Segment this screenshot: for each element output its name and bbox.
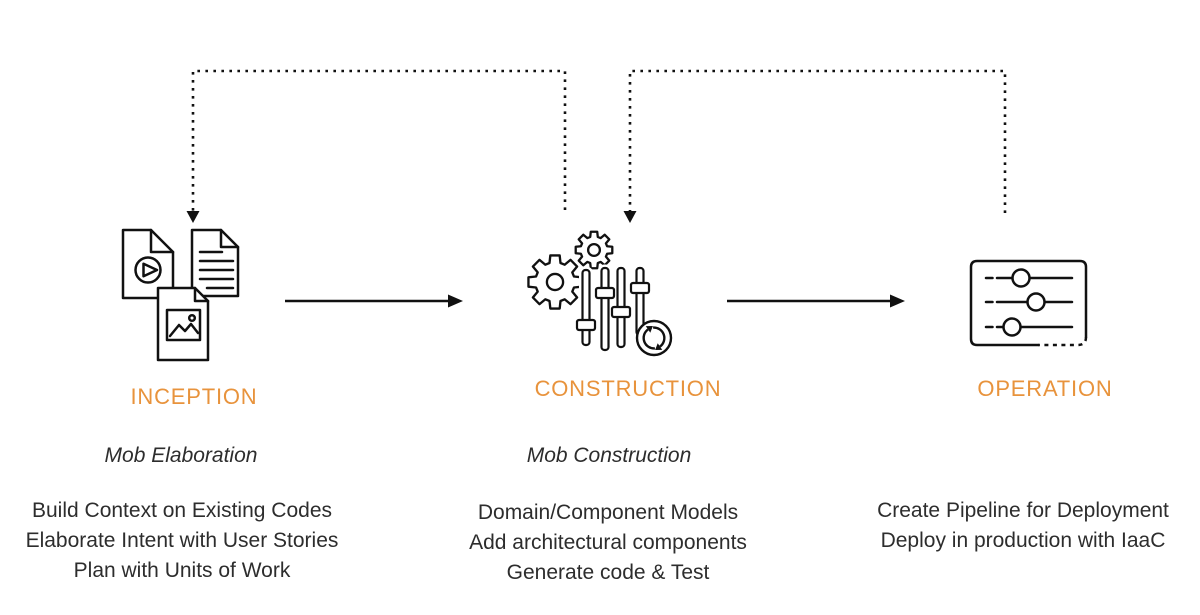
equalizer-sliders-icon [575, 264, 651, 354]
description-line: Deploy in production with IaaC [880, 529, 1166, 552]
forward-arrow-construction-to-operation-icon [727, 294, 905, 308]
subtitle-mob-construction: Mob Construction [526, 444, 692, 467]
description-line: Add architectural components [469, 531, 747, 554]
gears-equalizer-sync-icon [527, 230, 673, 357]
feedback-arrow-operation-to-construction-icon [623, 69, 1007, 223]
forward-arrow-inception-to-construction-icon [285, 294, 463, 308]
phase-label-operation: OPERATION [977, 376, 1113, 401]
sync-refresh-icon [635, 319, 673, 357]
description-line: Build Context on Existing Codes [32, 499, 332, 522]
description-inception: Build Context on Existing Codes Elaborat… [2, 496, 362, 586]
media-documents-icon [121, 228, 240, 362]
phase-label-inception: INCEPTION [130, 384, 258, 409]
description-operation: Create Pipeline for Deployment Deploy in… [843, 496, 1200, 556]
subtitle-mob-elaboration: Mob Elaboration [104, 444, 258, 467]
small-gear-icon [574, 230, 614, 270]
description-line: Plan with Units of Work [73, 559, 291, 582]
phase-label-construction: CONSTRUCTION [534, 376, 722, 401]
description-line: Generate code & Test [506, 561, 710, 584]
feedback-arrow-construction-to-inception-icon [186, 69, 567, 223]
description-line: Elaborate Intent with User Stories [25, 529, 339, 552]
description-construction: Domain/Component Models Add architectura… [428, 498, 788, 588]
large-gear-icon [527, 254, 583, 310]
settings-sliders-panel-icon [969, 259, 1088, 347]
description-line: Create Pipeline for Deployment [877, 499, 1169, 522]
description-line: Domain/Component Models [477, 501, 739, 524]
